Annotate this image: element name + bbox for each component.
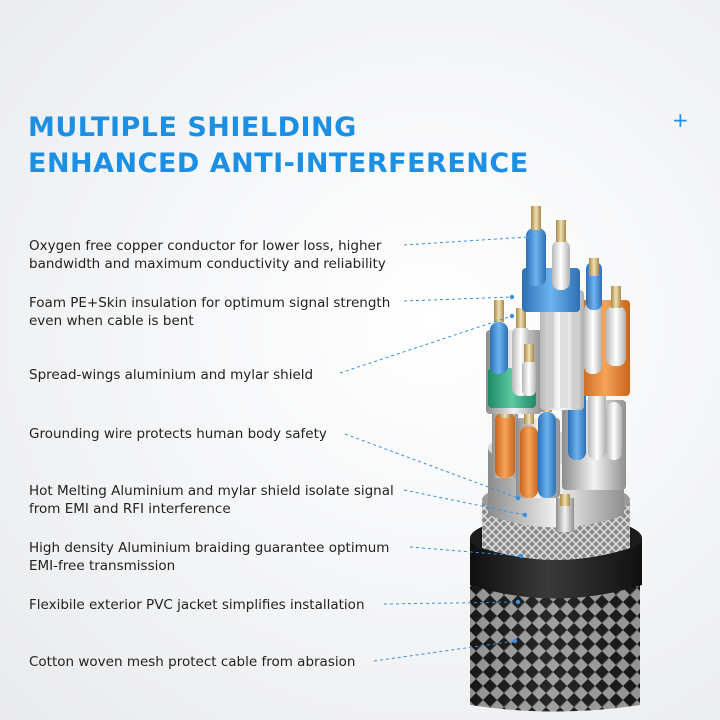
label-line: bandwidth and maximum conductivity and r… <box>29 256 386 272</box>
cotton-mesh-layer <box>470 580 640 712</box>
page-title: MULTIPLE SHIELDING ENHANCED ANTI-INTERFE… <box>28 110 529 182</box>
grounding-wire-tip <box>556 494 574 532</box>
label-hot-melting-shield: Hot Melting Aluminium and mylar shield i… <box>29 482 394 518</box>
plus-icon: + <box>672 108 689 132</box>
callout-lines <box>339 234 531 662</box>
label-line: Flexibile exterior PVC jacket simplifies… <box>29 597 365 613</box>
label-line: High density Aluminium braiding guarante… <box>29 540 390 556</box>
label-cotton-mesh: Cotton woven mesh protect cable from abr… <box>29 653 355 671</box>
label-line: even when cable is bent <box>29 313 194 329</box>
inner-pair-green <box>486 300 542 414</box>
label-line: Foam PE+Skin insulation for optimum sign… <box>29 295 391 311</box>
center-grounding-wires <box>540 290 584 410</box>
label-aluminium-braiding: High density Aluminium braiding guarante… <box>29 539 389 575</box>
label-copper-conductor: Oxygen free copper conductor for lower l… <box>29 237 386 273</box>
label-pvc-jacket: Flexibile exterior PVC jacket simplifies… <box>29 596 365 614</box>
label-line: Spread-wings aluminium and mylar shield <box>29 367 314 383</box>
inner-pair-blue-top <box>522 206 602 312</box>
label-line: Cotton woven mesh protect cable from abr… <box>29 654 356 670</box>
title-line-2: ENHANCED ANTI-INTERFERENCE <box>28 148 529 179</box>
label-line: Grounding wire protects human body safet… <box>29 426 327 442</box>
title-line-1: MULTIPLE SHIELDING <box>28 112 357 143</box>
label-spread-wings-shield: Spread-wings aluminium and mylar shield <box>29 366 313 384</box>
label-line: EMI-free transmission <box>29 558 176 574</box>
label-grounding-wire: Grounding wire protects human body safet… <box>29 425 327 443</box>
label-line: Oxygen free copper conductor for lower l… <box>29 238 382 254</box>
inner-pair-orange-center <box>516 394 560 498</box>
label-foam-insulation: Foam PE+Skin insulation for optimum sign… <box>29 294 390 330</box>
label-line: from EMI and RFI interference <box>29 501 231 517</box>
label-line: Hot Melting Aluminium and mylar shield i… <box>29 483 394 499</box>
